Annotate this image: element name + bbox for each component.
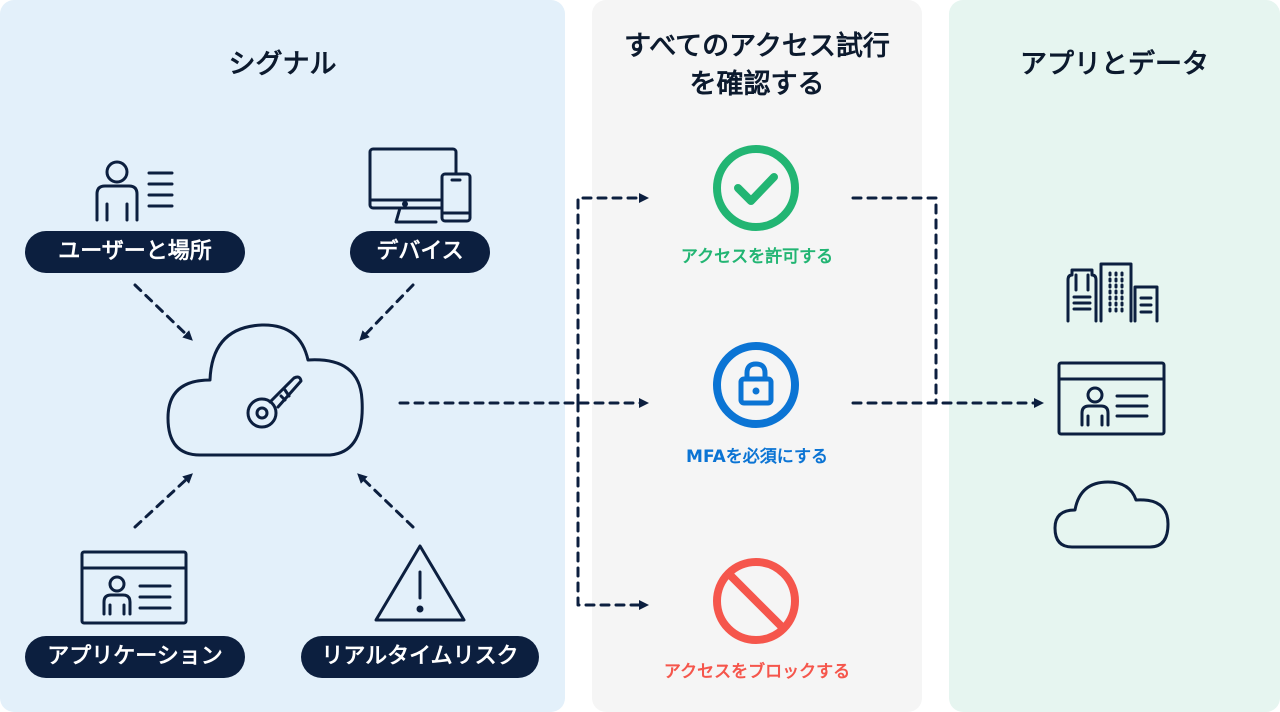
devices-icon [368, 147, 472, 224]
signal-users-locations: ユーザーと場所 [25, 231, 245, 273]
allow-access-label: アクセスを許可する [680, 247, 834, 267]
signals-title: シグナル [228, 49, 337, 80]
decision-title-2: を確認する [689, 69, 825, 100]
buildings-icon [1066, 262, 1159, 323]
signal-applications: アプリケーション [25, 636, 245, 678]
require-mfa-label: MFAを必須にする [686, 447, 828, 467]
block-icon [713, 558, 799, 644]
signal-arrows [133, 193, 1044, 610]
decision-title-1: すべてのアクセス試行 [624, 31, 890, 62]
warning-icon [374, 544, 466, 622]
user-profile-icon [95, 160, 174, 222]
app-data-icon [1057, 361, 1166, 436]
check-circle-icon [713, 145, 799, 231]
application-icon [80, 550, 188, 625]
apps-panel [949, 0, 1280, 712]
lock-circle-icon [713, 342, 799, 428]
cloud-icon [1053, 480, 1170, 549]
signals-panel [0, 0, 565, 712]
apps-title: アプリとデータ [1020, 49, 1209, 80]
block-access-label: アクセスをブロックする [663, 662, 851, 682]
decision-panel [592, 0, 922, 712]
signal-devices: デバイス [350, 231, 490, 273]
cloud-key-icon [166, 323, 364, 457]
signal-realtime-risk: リアルタイムリスク [301, 636, 539, 678]
